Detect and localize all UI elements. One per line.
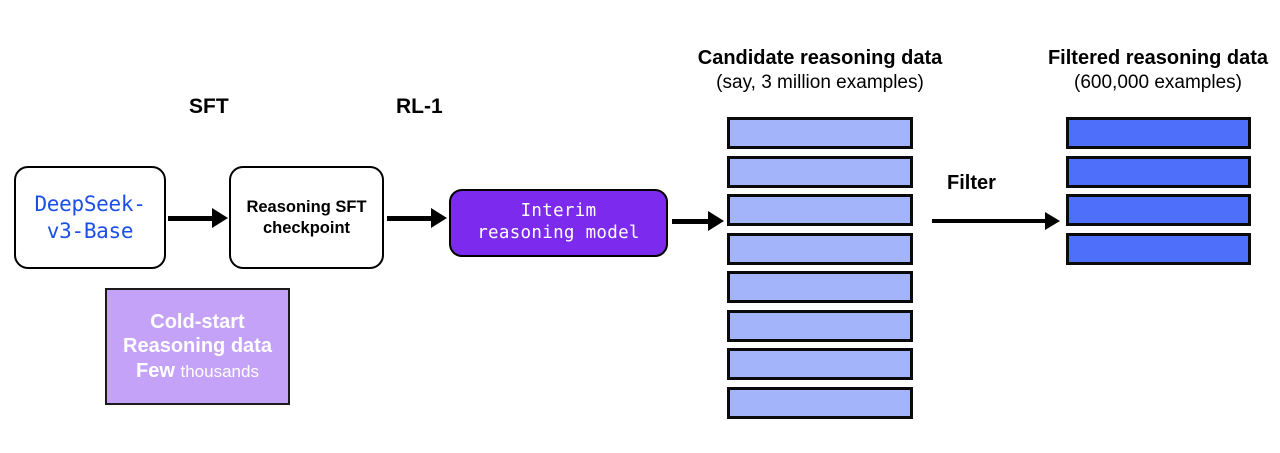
node-cold-start-reasoning-data: Cold-start Reasoning data Few thousands: [105, 288, 290, 405]
filtered-data-bar: [1066, 117, 1251, 149]
candidate-data-bar: [727, 155, 913, 188]
filtered-column-title: Filtered reasoning data: [1047, 47, 1269, 69]
node-interim-line1: Interim: [520, 201, 597, 222]
arrow-shaft: [932, 219, 1046, 223]
cold-start-line3: Few thousands: [136, 359, 259, 383]
stage-label-rl1: RL-1: [396, 95, 443, 118]
node-deepseek-v3-base: DeepSeek- v3-Base: [14, 166, 166, 269]
cold-start-line3-thin: thousands: [180, 361, 259, 381]
arrow-head-icon: [708, 211, 724, 231]
cold-start-line2: Reasoning data: [123, 335, 272, 358]
candidate-data-bar: [727, 194, 913, 226]
filtered-reasoning-data-bars: [1066, 117, 1251, 277]
candidate-reasoning-data-bars: [727, 117, 913, 427]
node-interim-reasoning-model: Interim reasoning model: [449, 189, 668, 257]
candidate-data-bar: [727, 117, 913, 149]
arrow-shaft: [387, 215, 432, 221]
node-sft-line1: Reasoning SFT: [246, 197, 367, 216]
cold-start-line3-bold: Few: [136, 359, 175, 382]
arrow-shaft: [168, 215, 213, 221]
node-interim-line2: reasoning model: [477, 223, 640, 243]
candidate-data-bar: [727, 348, 913, 380]
node-base-line2: v3-Base: [46, 218, 134, 243]
candidate-column-subtitle: (say, 3 million examples): [716, 72, 924, 93]
arrow-head-icon: [431, 208, 447, 228]
arrow-head-icon: [212, 208, 228, 228]
candidate-data-bar: [727, 386, 913, 419]
stage-label-filter: Filter: [947, 172, 996, 194]
candidate-data-bar: [727, 271, 913, 303]
filtered-data-bar: [1066, 232, 1251, 265]
filtered-data-bar: [1066, 194, 1251, 226]
filtered-column-header: Filtered reasoning data (600,000 example…: [1028, 45, 1280, 96]
candidate-data-bar: [727, 232, 913, 265]
node-sft-line2: checkpoint: [262, 218, 351, 237]
arrow-head-icon: [1045, 212, 1060, 230]
candidate-data-bar: [727, 309, 913, 342]
filtered-column-subtitle: (600,000 examples): [1074, 72, 1242, 93]
node-reasoning-sft-checkpoint: Reasoning SFT checkpoint: [229, 166, 384, 269]
stage-label-sft: SFT: [189, 95, 229, 118]
candidate-column-header: Candidate reasoning data (say, 3 million…: [690, 45, 950, 96]
node-base-line1: DeepSeek-: [34, 192, 146, 217]
filtered-data-bar: [1066, 155, 1251, 188]
cold-start-line1: Cold-start: [150, 310, 245, 333]
candidate-column-title: Candidate reasoning data: [697, 47, 943, 69]
arrow-shaft: [672, 218, 709, 224]
